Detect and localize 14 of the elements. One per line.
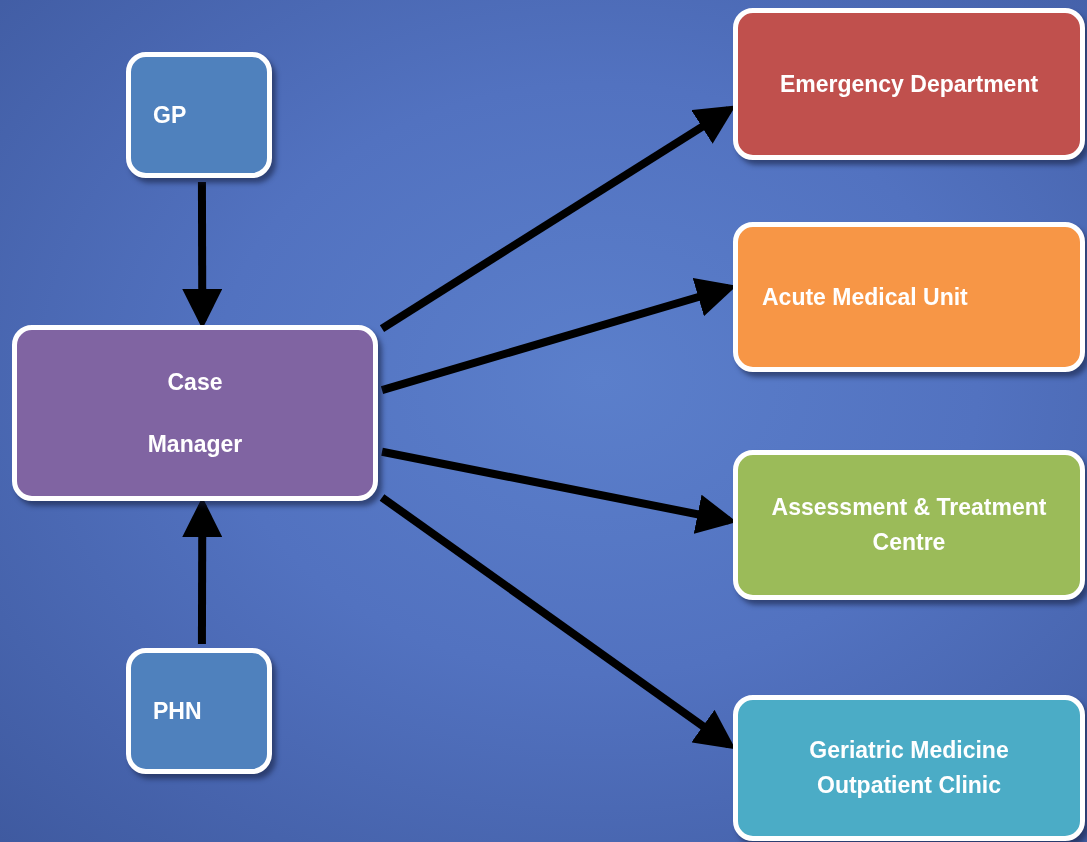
process-box <box>126 648 272 774</box>
process-box <box>126 52 272 178</box>
process-box <box>733 222 1085 372</box>
box-label: GP <box>153 101 187 130</box>
box-label: Case Manager <box>146 368 244 459</box>
process-box <box>733 450 1085 600</box>
box-label: Emergency Department <box>779 70 1039 99</box>
process-box <box>12 325 378 501</box>
box-label: Assessment & Treatment Centre <box>770 493 1048 557</box>
box-label: PHN <box>153 697 202 726</box>
box-label: Acute Medical Unit <box>762 283 968 312</box>
box-label: Geriatric Medicine Outpatient Clinic <box>808 736 1010 800</box>
process-box <box>733 695 1085 841</box>
process-box <box>733 8 1085 160</box>
